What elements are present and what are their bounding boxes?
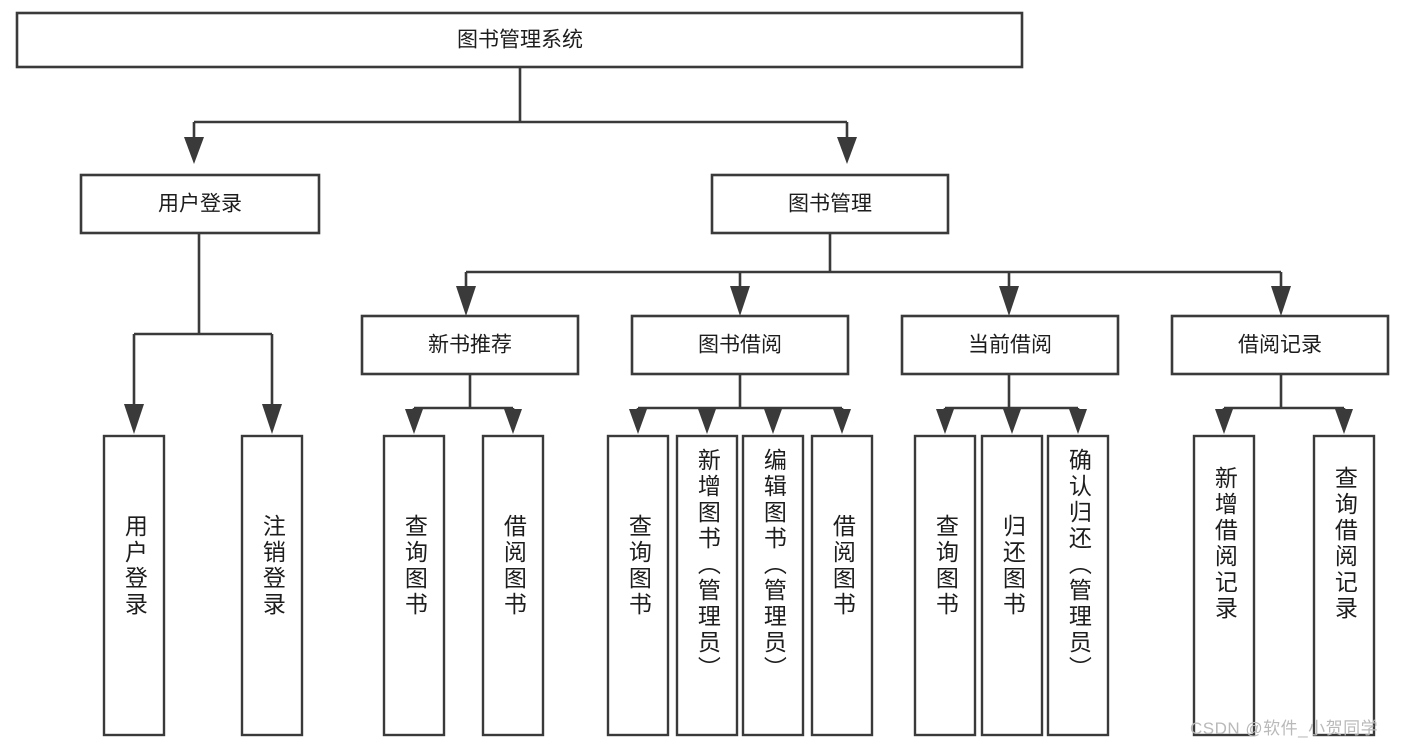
connector-userlogin-to-leaves	[124, 233, 282, 434]
connector-newbook-to-leaves	[405, 374, 522, 434]
leaf-rect-add-record[interactable]	[1192, 434, 1256, 737]
node-current-borrow[interactable]: 当前借阅	[900, 314, 1120, 376]
node-current-borrow-label: 当前借阅	[968, 334, 1052, 357]
node-root[interactable]: 图书管理系统	[15, 11, 1024, 69]
connector-borrowrecord-to-leaves	[1215, 374, 1353, 434]
leaf-rect-confirm-return[interactable]	[1046, 434, 1110, 737]
node-user-login-label: 用户登录	[158, 193, 242, 216]
node-book-manage-label: 图书管理	[788, 193, 872, 216]
leaf-rect-borrow-book-1[interactable]	[481, 434, 545, 737]
node-borrow-record-label: 借阅记录	[1238, 334, 1322, 357]
leaf-rect-query-book-3[interactable]	[913, 434, 977, 737]
leaf-rect-borrow-book-2[interactable]	[810, 434, 874, 737]
node-book-manage[interactable]: 图书管理	[710, 173, 950, 235]
leaf-rect-return-book[interactable]	[980, 434, 1044, 737]
node-book-borrow-label: 图书借阅	[698, 334, 782, 357]
node-new-book-recommend[interactable]: 新书推荐	[360, 314, 580, 376]
leaf-rect-user-login[interactable]	[102, 434, 166, 737]
leaf-rect-edit-book[interactable]	[741, 434, 805, 737]
connector-bookborrow-to-leaves	[629, 374, 851, 434]
node-user-login[interactable]: 用户登录	[79, 173, 321, 235]
leaf-node-rects	[102, 434, 1376, 737]
leaf-rect-user-logout[interactable]	[240, 434, 304, 737]
node-borrow-record[interactable]: 借阅记录	[1170, 314, 1390, 376]
connector-currentborrow-to-leaves	[936, 374, 1087, 434]
leaf-rect-add-book[interactable]	[675, 434, 739, 737]
connector-bookmanage-to-level3	[456, 233, 1291, 316]
node-book-borrow[interactable]: 图书借阅	[630, 314, 850, 376]
connector-root-to-level2	[184, 67, 857, 164]
node-new-book-recommend-label: 新书推荐	[428, 334, 512, 357]
leaf-rect-query-book-2[interactable]	[606, 434, 670, 737]
leaf-rect-query-record[interactable]	[1312, 434, 1376, 737]
leaf-rect-query-book-1[interactable]	[382, 434, 446, 737]
node-root-label: 图书管理系统	[457, 29, 583, 52]
